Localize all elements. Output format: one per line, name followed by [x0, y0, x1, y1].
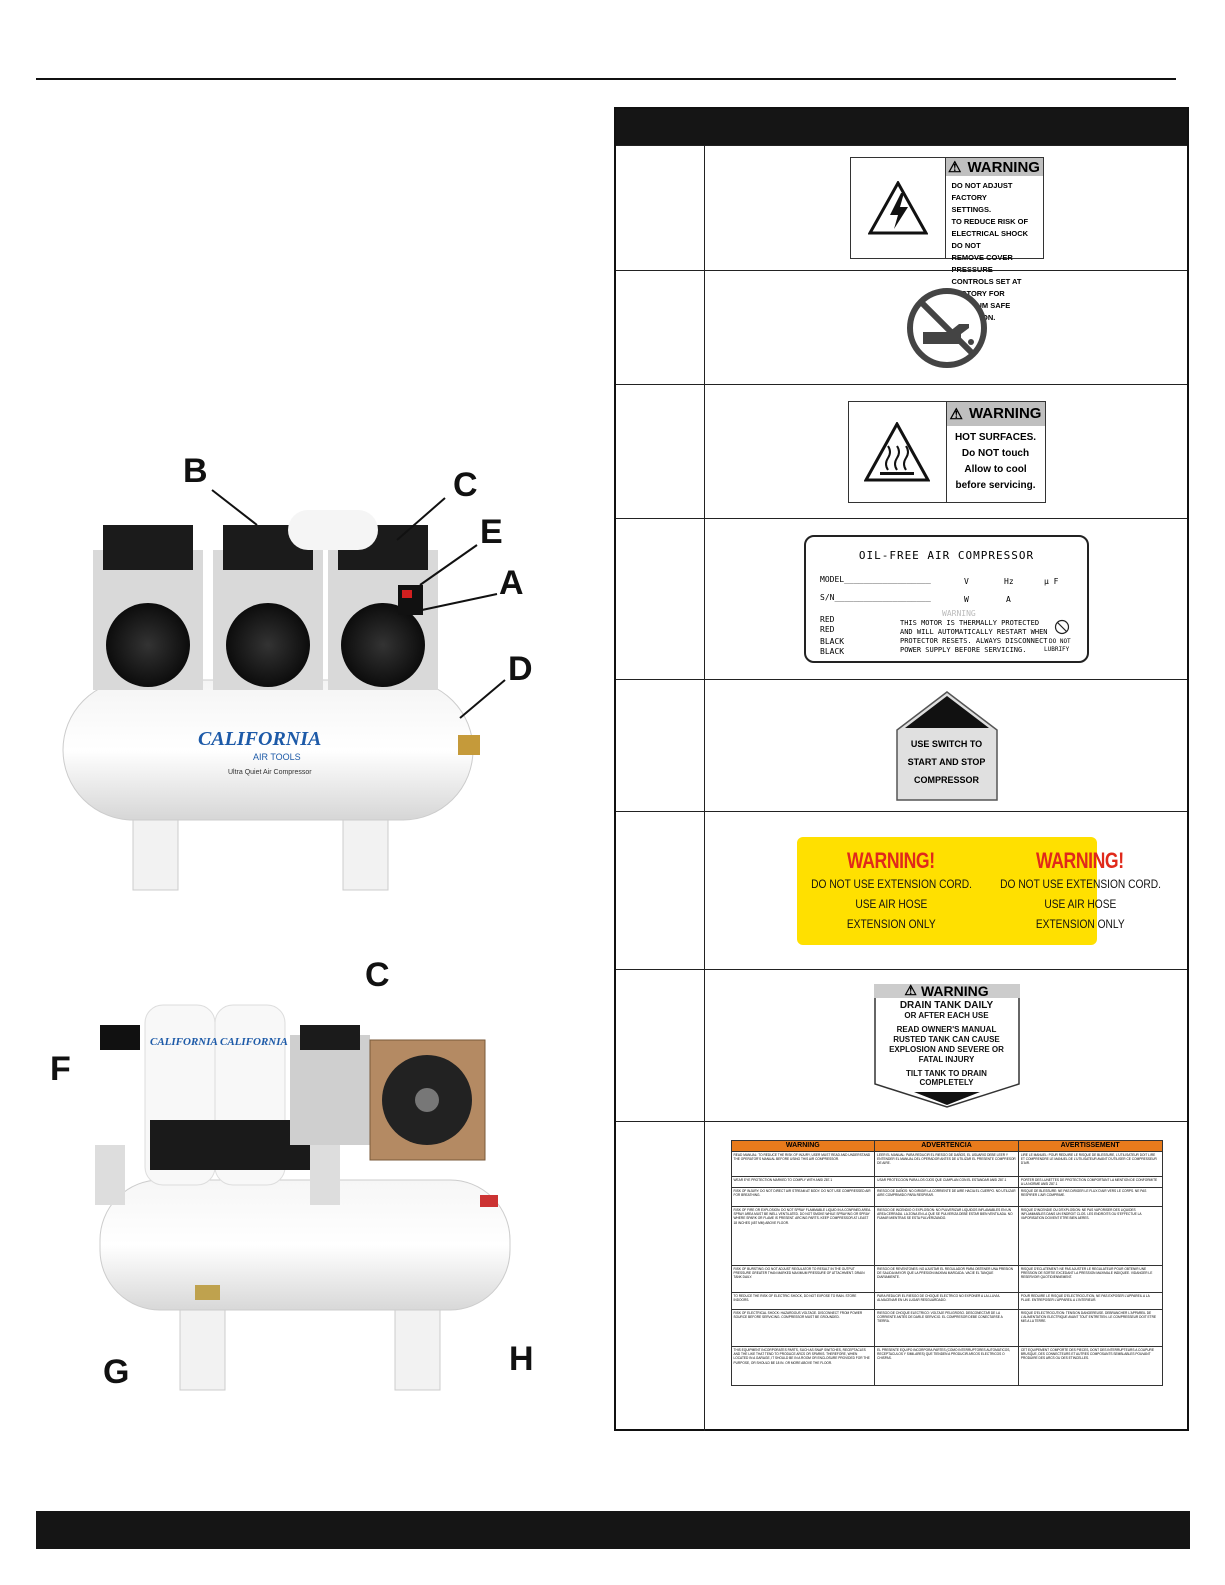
electrical-warning-label: ⚠WARNING DO NOT ADJUST FACTORY SETTINGS.…: [849, 157, 1044, 322]
hot-surface-icon: [849, 401, 947, 502]
callout-e: E: [480, 513, 503, 551]
safety-label-table: ⚠WARNING DO NOT ADJUST FACTORY SETTINGS.…: [614, 107, 1189, 1431]
label-id-cell: [616, 519, 705, 679]
compressor-photo-rear: CALIFORNIA CALIFORNIA: [40, 950, 545, 1400]
down-arrow-icon: [873, 983, 1020, 1108]
label-id-cell: [616, 680, 705, 811]
label-row-6: WARNING! DO NOT USE EXTENSION CORD. USE …: [616, 811, 1187, 969]
callout-b: B: [183, 452, 208, 490]
compressor-front-illustration: CALIFORNIA AIR TOOLS Ultra Quiet Air Com…: [62, 510, 480, 891]
no-lube-icon: [1054, 619, 1070, 637]
label-id-cell: [616, 812, 705, 969]
label-row-1: ⚠WARNING DO NOT ADJUST FACTORY SETTINGS.…: [616, 145, 1187, 322]
tank-model-text: Ultra Quiet Air Compressor: [228, 769, 312, 776]
high-voltage-icon: [851, 158, 946, 258]
label-row-7: ⚠WARNING DRAIN TANK DAILY OR AFTER EACH …: [616, 969, 1187, 1121]
warning-header: ⚠WARNING: [945, 158, 1043, 176]
label-row-5: USE SWITCH TO START AND STOP COMPRESSOR: [616, 679, 1187, 811]
hot-surface-label: ⚠WARNING HOT SURFACES. Do NOT touch Allo…: [847, 400, 1046, 503]
tank-brand-sub: AIR TOOLS: [253, 752, 301, 762]
air-tank-brand-2: CALIFORNIA: [220, 1036, 288, 1048]
warning-triangle-icon: ⚠: [949, 405, 963, 423]
label-id-cell: [616, 970, 705, 1121]
up-arrow-icon: [895, 690, 998, 801]
label-table-header: [616, 109, 1187, 146]
french-column: AVERTISSEMENT LIRE LE MANUEL: POUR REDUI…: [1018, 1141, 1162, 1385]
callout-c: C: [453, 466, 478, 504]
label-id-cell: [616, 271, 705, 384]
electrical-warning-text: DO NOT ADJUST FACTORY SETTINGS. TO REDUC…: [951, 181, 1029, 322]
label-id-cell: [616, 1122, 705, 1431]
callout-h: H: [509, 1340, 534, 1378]
extension-cord-warning-label: WARNING! DO NOT USE EXTENSION CORD. USE …: [796, 836, 1161, 945]
label-row-2: [616, 270, 1187, 384]
use-switch-label: USE SWITCH TO START AND STOP COMPRESSOR: [895, 690, 999, 802]
hot-surface-text: HOT SURFACES. Do NOT touch Allow to cool…: [954, 431, 1037, 491]
no-oil-icon: [906, 287, 987, 368]
label-row-4: OIL-FREE AIR COMPRESSOR MODEL___________…: [616, 518, 1187, 679]
callout-a: A: [499, 564, 524, 602]
drain-tank-warning-label: ⚠WARNING DRAIN TANK DAILY OR AFTER EACH …: [873, 982, 1020, 1108]
footer-bar: [36, 1511, 1190, 1549]
multilingual-warning-label: WARNING READ MANUAL: TO REDUCE THE RISK …: [730, 1140, 1163, 1386]
callout-f: F: [50, 1050, 71, 1088]
warning-header: ⚠WARNING: [946, 401, 1045, 426]
air-tank-brand-1: CALIFORNIA: [150, 1036, 218, 1048]
callout-g: G: [103, 1353, 130, 1391]
tank-brand: CALIFORNIA: [198, 728, 321, 750]
warning-triangle-icon: ⚠: [948, 159, 962, 176]
spanish-column: ADVERTENCIA LEER EL MANUAL: PARA REDUCIR…: [875, 1141, 1019, 1385]
label-row-3: ⚠WARNING HOT SURFACES. Do NOT touch Allo…: [616, 384, 1187, 518]
label-id-cell: [616, 146, 705, 270]
compressor-rear-illustration: CALIFORNIA CALIFORNIA: [95, 1004, 511, 1391]
callout-d: D: [508, 650, 533, 688]
motor-nameplate-label: OIL-FREE AIR COMPRESSOR MODEL___________…: [804, 535, 1089, 663]
label-row-8: WARNING READ MANUAL: TO REDUCE THE RISK …: [616, 1121, 1187, 1431]
warning-triangle-icon: ⚠: [904, 982, 917, 998]
english-column: WARNING READ MANUAL: TO REDUCE THE RISK …: [731, 1141, 876, 1385]
label-id-cell: [616, 385, 705, 518]
top-rule: [36, 78, 1176, 80]
warning-header: ⚠WARNING: [873, 982, 1020, 999]
nameplate-title: OIL-FREE AIR COMPRESSOR: [858, 549, 1035, 562]
callout-c-rear: C: [365, 956, 390, 994]
compressor-photo-front: CALIFORNIA AIR TOOLS Ultra Quiet Air Com…: [48, 450, 538, 900]
